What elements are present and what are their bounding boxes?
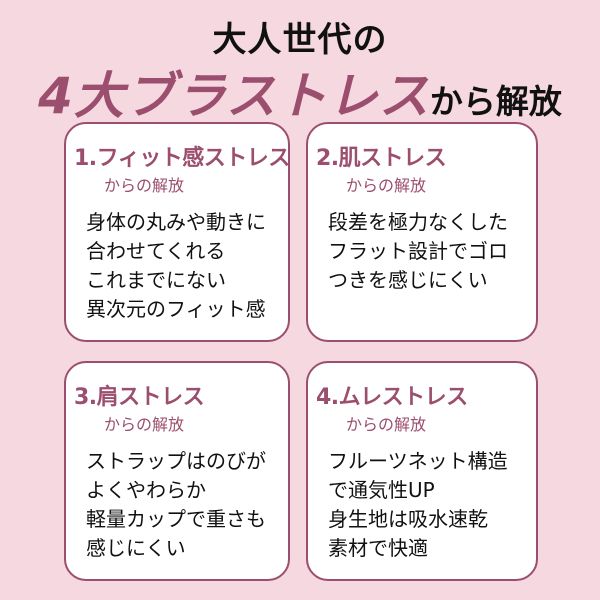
card-subheading: からの解放 bbox=[104, 176, 185, 195]
card-line: 感じにくい bbox=[86, 536, 186, 560]
card-line: 合わせてくれる bbox=[86, 239, 226, 263]
title-line-2: 4大ブラストレスから解放 bbox=[0, 56, 600, 128]
card-subheading: からの解放 bbox=[346, 415, 427, 434]
card-body: フルーツネット構造 で通気性UP 身生地は吸水速乾 素材で快適 bbox=[328, 447, 508, 563]
card-body: 身体の丸みや動きに 合わせてくれる これまでにない 異次元のフィット感 bbox=[86, 208, 266, 324]
card-line: で通気性UP bbox=[328, 478, 435, 502]
card-line: つきを感じにくい bbox=[328, 268, 488, 292]
card-line: 素材で快適 bbox=[328, 536, 428, 560]
card-subheading: からの解放 bbox=[346, 176, 427, 195]
card-heading: 4.ムレストレス bbox=[316, 385, 468, 410]
title-suffix: から解放 bbox=[429, 82, 562, 121]
card-skin-stress: 2.肌ストレス からの解放 段差を極力なくした フラット設計でゴロ つきを感じに… bbox=[306, 122, 538, 342]
card-line: 身生地は吸水速乾 bbox=[328, 507, 488, 531]
card-fit-stress: 1.フィット感ストレス からの解放 身体の丸みや動きに 合わせてくれる これまで… bbox=[64, 122, 290, 342]
card-shoulder-stress: 3.肩ストレス からの解放 ストラップはのびが よくやわらか 軽量カップで重さも… bbox=[64, 361, 290, 581]
card-line: これまでにない bbox=[86, 268, 226, 292]
card-line: フルーツネット構造 bbox=[328, 449, 508, 473]
card-line: よくやわらか bbox=[86, 478, 206, 502]
title-emphasis: 4大ブラストレス bbox=[38, 67, 430, 125]
card-line: 身体の丸みや動きに bbox=[86, 210, 266, 234]
card-subheading: からの解放 bbox=[104, 415, 185, 434]
card-line: 異次元のフィット感 bbox=[86, 297, 266, 321]
card-stuffiness-stress: 4.ムレストレス からの解放 フルーツネット構造 で通気性UP 身生地は吸水速乾… bbox=[306, 361, 538, 581]
card-line: ストラップはのびが bbox=[86, 449, 266, 473]
card-body: 段差を極力なくした フラット設計でゴロ つきを感じにくい bbox=[328, 208, 508, 295]
card-line: フラット設計でゴロ bbox=[328, 239, 508, 263]
card-heading: 2.肌ストレス bbox=[316, 146, 447, 171]
card-line: 軽量カップで重さも bbox=[86, 507, 266, 531]
card-body: ストラップはのびが よくやわらか 軽量カップで重さも 感じにくい bbox=[86, 447, 266, 563]
card-heading: 1.フィット感ストレス bbox=[74, 146, 290, 171]
card-heading: 3.肩ストレス bbox=[74, 385, 205, 410]
title-line-1: 大人世代の bbox=[212, 20, 388, 60]
card-line: 段差を極力なくした bbox=[328, 210, 508, 234]
